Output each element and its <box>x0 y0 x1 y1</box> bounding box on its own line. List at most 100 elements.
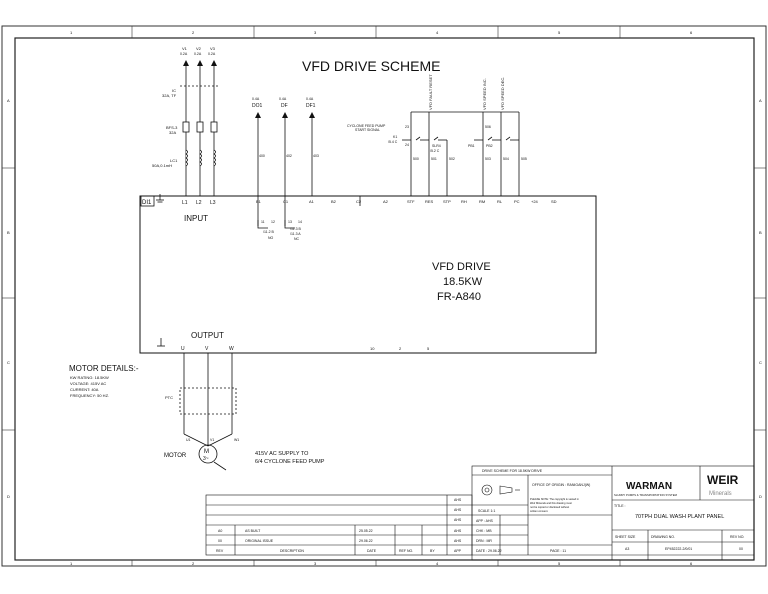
relay-slr4: SLR4 <box>432 144 441 148</box>
col-marker: 5 <box>558 561 561 566</box>
relay-wire: 402 <box>286 154 292 158</box>
cyclone-signal-label: CYCLONE FEED PUMP <box>347 124 386 128</box>
bottom-terminal: 2 <box>399 346 402 351</box>
rev-cell: 00 <box>218 539 222 543</box>
rev-cell: AHS <box>454 539 462 543</box>
supply-label: V3 <box>210 46 216 51</box>
company-logo-minerals: Minerals <box>709 491 732 497</box>
signal-wire: 505 <box>521 157 527 161</box>
top-terminal: C2 <box>356 199 362 204</box>
motor-detail-line: VOLTAGE: 415V AC <box>70 381 106 386</box>
relay-term: 12 <box>271 220 275 224</box>
tb-note-4: written consent. <box>530 509 548 513</box>
tb-date: DATE : 29.06.22 <box>476 549 502 553</box>
output-terminal: U <box>181 346 185 352</box>
col-marker: 4 <box>436 561 439 566</box>
rev-app-cell: AHS <box>454 518 462 522</box>
motor-symbol-m: M <box>204 449 209 455</box>
motor-symbol-phase: 3~ <box>203 456 209 462</box>
col-marker: 3 <box>314 30 317 35</box>
top-terminal: RH <box>461 199 467 204</box>
tb-rev-label: REV NO. <box>730 535 744 539</box>
drawing-title: VFD DRIVE SCHEME <box>302 58 440 74</box>
output-terminal: V <box>205 346 209 352</box>
col-marker: 5 <box>558 30 561 35</box>
signal-wire-numbers: 23 24 500 501 502 503 504 505 506 <box>405 125 527 161</box>
top-terminal: STP <box>443 199 451 204</box>
top-terminal: B1 <box>256 199 262 204</box>
supply-sub: 0.2A <box>208 52 216 56</box>
relay-output-label: DO1 <box>252 103 263 109</box>
top-terminal: RM <box>479 199 485 204</box>
top-terminal: SD <box>551 199 557 204</box>
relay-output-arrows <box>255 112 315 118</box>
drive-tag: DI1 <box>142 200 152 206</box>
signal-wire: 504 <box>503 157 509 161</box>
tb-note-1: PLEASE NOTE: The copyright is vested in <box>530 497 579 501</box>
tb-rev: 00 <box>739 547 743 551</box>
motor-label: MOTOR <box>164 453 187 459</box>
tb-drn: DRN : MR <box>476 539 492 543</box>
row-marker: B <box>759 230 762 235</box>
row-marker: D <box>759 494 762 499</box>
relay-term: 14 <box>298 220 302 224</box>
col-marker: 2 <box>192 561 195 566</box>
relay-pb2: PB2 <box>486 144 493 148</box>
rev-app-cell: AHS <box>454 498 462 502</box>
cyclone-signal-label-2: START SIGNAL <box>355 128 380 132</box>
rev-header: DATE <box>367 549 377 553</box>
motor-detail-line: CURRENT: 40A <box>70 387 99 392</box>
signal-speed-dec: VFD SPEED DEC. <box>500 77 505 110</box>
rev-cell: ORIGINAL ISSUE <box>245 539 274 543</box>
column-markers-bottom: 1 2 3 4 5 6 <box>70 561 693 566</box>
bottom-terminal: 5 <box>427 346 430 351</box>
row-marker: A <box>759 98 762 103</box>
control-signal-wiring <box>402 111 520 196</box>
relay-head: 0.4A <box>252 97 260 101</box>
rev-app-cell: AHS <box>454 508 462 512</box>
motor-wire: W1 <box>234 438 239 442</box>
relay-wire: 403 <box>313 154 319 158</box>
input-label: INPUT <box>184 214 208 223</box>
rev-cell: 25.05.22 <box>359 529 373 533</box>
signal-wire: 506 <box>485 125 491 129</box>
relay-note-right: /11.3 B <box>290 227 301 231</box>
relay-term: 11 <box>261 220 265 224</box>
relay-wire: 400 <box>259 154 265 158</box>
input-terminal: L1 <box>182 200 188 206</box>
supply-sub: 0.2A <box>194 52 202 56</box>
supply-sub: 0.2A <box>180 52 188 56</box>
relay-pb1: PB1 <box>468 144 475 148</box>
outer-frame <box>1 25 767 567</box>
k1-ref: /5.4 C <box>388 140 398 144</box>
earth-symbol-bottom <box>157 338 165 347</box>
revision-table-app-cells: AHS AHS AHS <box>454 498 462 522</box>
motor-detail-line: FREQUENCY: 50 HZ. <box>70 393 109 398</box>
relay-note-left-no: NO <box>268 236 274 240</box>
company-logo-warman: WARMAN <box>626 481 672 492</box>
top-terminal: RL <box>497 199 503 204</box>
rev-cell: A0 <box>218 529 222 533</box>
relay-term: 13 <box>288 220 292 224</box>
supply-label: V2 <box>196 46 202 51</box>
motor-details-heading: MOTOR DETAILS:- <box>69 364 139 373</box>
tb-note-2: Weir Minerals and this drawing must <box>530 501 572 505</box>
rev-cell: 29.06.22 <box>359 539 373 543</box>
top-terminal: RES <box>425 199 434 204</box>
breaker-tag: IC <box>172 88 176 93</box>
motor-wiring <box>179 353 237 471</box>
signal-wire: 500 <box>413 157 419 161</box>
rev-header: DESCRIPTION <box>280 549 304 553</box>
top-terminal: STF <box>407 199 415 204</box>
drive-model: FR-A840 <box>437 291 481 303</box>
title-block <box>471 465 755 561</box>
vfd-drive-box <box>139 195 597 354</box>
signal-wire: 503 <box>485 157 491 161</box>
input-terminal: L3 <box>210 200 216 206</box>
signal-wire: 501 <box>431 157 437 161</box>
signal-fault-reset: VFD FAULT RESET <box>428 74 433 110</box>
row-marker: C <box>759 360 762 365</box>
top-terminal: B2 <box>331 199 337 204</box>
col-marker: 6 <box>690 30 693 35</box>
